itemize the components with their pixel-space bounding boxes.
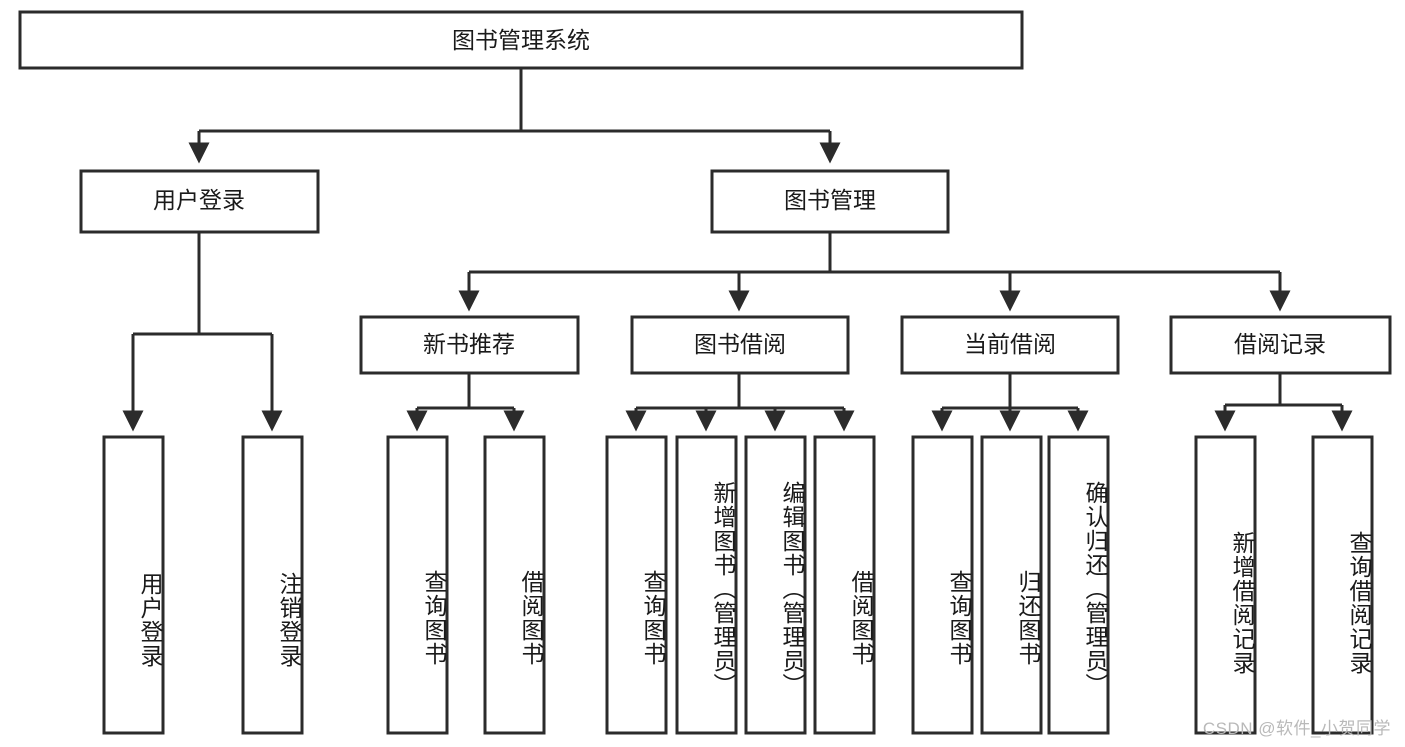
leaf-borrow-add[interactable]: [675, 435, 738, 735]
leaf-new-book-query[interactable]: [386, 435, 449, 735]
watermark-text: CSDN @软件_小贺同学: [1202, 719, 1391, 738]
leaf-new-book-borrow[interactable]: [483, 435, 546, 735]
connector-current-to-leaves: [931, 373, 1089, 432]
node-user-login[interactable]: 用户登录: [79, 169, 320, 234]
leaf-borrow-query[interactable]: [605, 435, 668, 735]
node-borrow-records-label: 借阅记录: [1234, 331, 1326, 357]
leaf-records-query[interactable]: [1311, 435, 1374, 735]
node-new-book-recommend[interactable]: 新书推荐: [359, 315, 580, 375]
node-user-login-label: 用户登录: [153, 187, 245, 213]
connector-userlogin-to-leaves: [122, 232, 283, 432]
node-new-book-recommend-label: 新书推荐: [423, 331, 515, 357]
connector-newbook-to-leaves: [406, 373, 525, 432]
leaf-records-add[interactable]: [1194, 435, 1257, 735]
leaf-current-confirm-return[interactable]: [1047, 435, 1110, 735]
leaf-current-return[interactable]: [980, 435, 1043, 735]
leaf-borrow-lend[interactable]: [813, 435, 876, 735]
connector-borrow-to-leaves: [625, 373, 855, 432]
node-current-borrow[interactable]: 当前借阅: [900, 315, 1120, 375]
node-book-management[interactable]: 图书管理: [710, 169, 950, 234]
connector-root-to-level1: [188, 68, 841, 164]
node-root-label: 图书管理系统: [452, 27, 590, 53]
node-book-borrow-label: 图书借阅: [694, 331, 786, 357]
node-book-management-label: 图书管理: [784, 187, 876, 213]
leaf-current-query[interactable]: [911, 435, 974, 735]
node-current-borrow-label: 当前借阅: [964, 331, 1056, 357]
connector-records-to-leaves: [1214, 373, 1353, 432]
leaf-user-login-login[interactable]: [102, 435, 165, 735]
node-borrow-records[interactable]: 借阅记录: [1169, 315, 1392, 375]
leaf-user-login-logout[interactable]: [241, 435, 304, 735]
node-root[interactable]: 图书管理系统: [18, 10, 1024, 70]
connector-bookmgmt-to-level2: [458, 232, 1291, 312]
node-book-borrow[interactable]: 图书借阅: [630, 315, 850, 375]
leaf-borrow-edit[interactable]: [744, 435, 807, 735]
